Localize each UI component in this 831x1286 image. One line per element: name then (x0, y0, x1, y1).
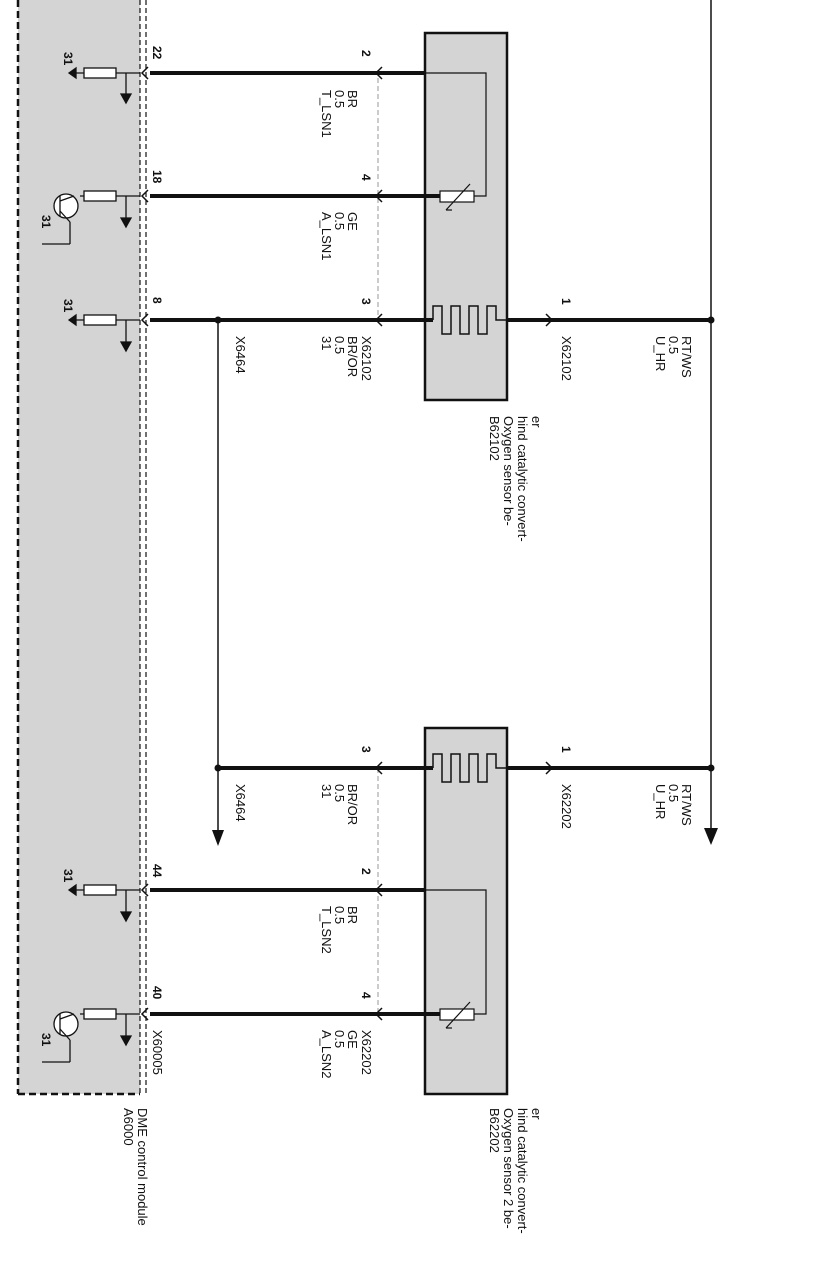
module-label: A6000 DME control module (121, 1108, 150, 1226)
wire-label-a-lsn1: A_LSN1 0.5 GE (319, 212, 360, 264)
module-pin: 18 (150, 170, 164, 184)
splice-x6464-dot (214, 316, 222, 324)
supply-bus-arrow (704, 828, 718, 845)
wire-labels: T_LSN1 0.5 BR A_LSN1 0.5 GE 31 0.5 BR/OR… (319, 90, 694, 1082)
oxygen-sensor-2 (412, 726, 509, 1096)
sensor-pin: 4 (359, 174, 373, 181)
wire-label-ground-1: 31 0.5 BR/OR (319, 336, 360, 377)
ground-label: 31 (39, 1033, 53, 1047)
connector-labels: X6464 X6464 X62102 X62202 X62102 X62202 … (150, 336, 574, 1075)
sensor-pin: 4 (359, 992, 373, 999)
module-pin: 40 (150, 986, 164, 1000)
sensor-2-label: B62202 Oxygen sensor 2 be- hind catalyti… (487, 1108, 544, 1237)
wire-label-u-hr-2: U_HR 0.5 RT/WS (653, 784, 694, 826)
module-pin: 44 (150, 864, 164, 878)
sensor-pin: 2 (359, 868, 373, 875)
ground-label: 31 (61, 869, 75, 883)
connector-label-supply-2: X62202 (559, 784, 574, 829)
wires (150, 0, 718, 1016)
wire-label-t-lsn2: T_LSN2 0.5 BR (319, 906, 360, 957)
splice-x6464-arrow (212, 830, 224, 846)
sensor-pin: 3 (359, 746, 373, 753)
ground-label: 31 (39, 215, 53, 229)
sensor-pin: 3 (359, 298, 373, 305)
connector-label-supply-1: X62102 (559, 336, 574, 381)
wire-label-a-lsn2: A_LSN2 0.5 GE (319, 1030, 360, 1082)
wire-label-t-lsn1: T_LSN1 0.5 BR (319, 90, 360, 141)
ground-label: 31 (61, 52, 75, 66)
ground-labels: 31 31 31 31 31 (39, 52, 75, 1047)
module-pin: 8 (150, 297, 164, 304)
sensor-pin-numbers: 2 4 3 3 2 4 1 1 (359, 50, 573, 999)
dme-control-module (16, 0, 147, 1096)
ground-label: 31 (61, 299, 75, 313)
supply-bus-dot-1 (707, 316, 715, 324)
connector-label-x60005: X60005 (150, 1030, 165, 1075)
splice-x6464-dot-2 (214, 764, 222, 772)
connector-terminals (140, 66, 554, 1021)
wire-label-u-hr-1: U_HR 0.5 RT/WS (653, 336, 694, 378)
splice-label: X6464 (233, 784, 248, 822)
supply-pin: 1 (559, 298, 573, 305)
oxygen-sensor-1 (412, 31, 509, 402)
sensor-pin: 2 (359, 50, 373, 57)
splice-label: X6464 (233, 336, 248, 374)
connector-label-x62102: X62102 (359, 336, 374, 381)
supply-bus-dot-2 (707, 764, 715, 772)
supply-pin: 1 (559, 746, 573, 753)
sensor-1-label: B62102 Oxygen sensor be- hind catalytic … (487, 416, 544, 545)
module-pin: 22 (150, 46, 164, 60)
connector-label-x62202: X62202 (359, 1030, 374, 1075)
wire-label-ground-2: 31 0.5 BR/OR (319, 784, 360, 825)
module-internal-symbols (42, 66, 140, 1063)
component-labels: B62102 Oxygen sensor be- hind catalytic … (121, 416, 544, 1237)
module-pin-numbers: 22 18 8 44 40 (150, 46, 164, 1000)
